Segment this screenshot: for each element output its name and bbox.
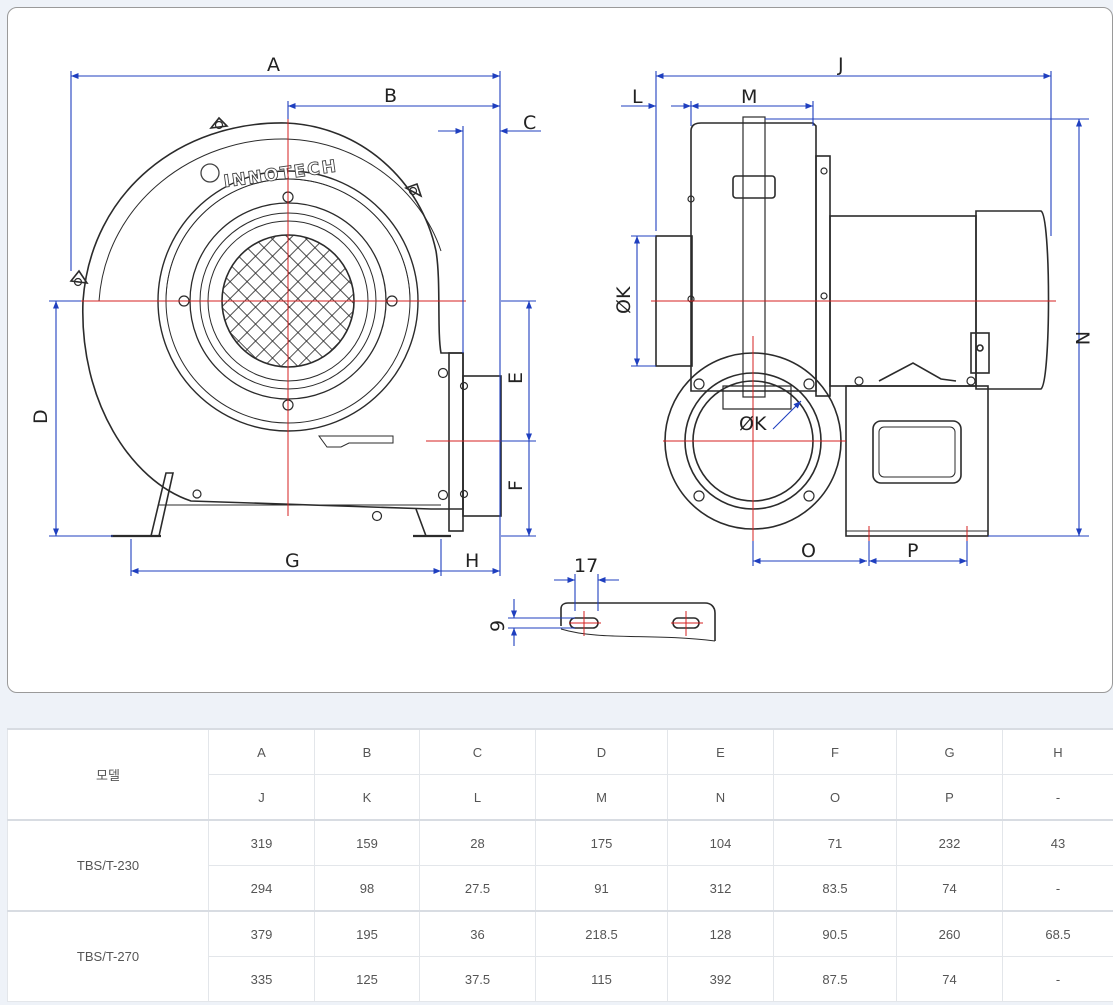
dim-label-c: C (523, 112, 536, 134)
header-cell: H (1002, 728, 1113, 775)
table-cell: 104 (667, 819, 774, 866)
dim-label-f: F (505, 480, 527, 491)
dim-label-a: A (267, 54, 280, 76)
table-header-row: 모델 A B C D E F G H (7, 728, 1113, 821)
dim-label-slot-height: 9 (487, 620, 509, 632)
brand-logo-text: INNOTECH (222, 156, 339, 192)
table-cell: 37.5 (419, 956, 536, 1002)
table-cell: - (1002, 956, 1113, 1002)
dimension-spec-table: 모델 A B C D E F G H J K L M N O P - TBS/T… (7, 728, 1113, 1002)
table-cell: 218.5 (535, 910, 668, 957)
table-cell: 74 (896, 956, 1003, 1002)
table-cell: 294 (208, 865, 315, 912)
table-row: 294 98 27.5 91 312 83.5 74 - (8, 865, 1113, 912)
header-cell: D (535, 728, 668, 775)
table-cell: 125 (314, 956, 420, 1002)
header-cell: P (896, 774, 1003, 821)
header-cell: N (667, 774, 774, 821)
side-dimension-labels: J L M N ØK ØK O P (613, 54, 1093, 562)
model-header-cell: 모델 (7, 728, 209, 821)
table-cell: 379 (208, 910, 315, 957)
table-cell: 28 (419, 819, 536, 866)
table-cell: 98 (314, 865, 420, 912)
header-cell: B (314, 728, 420, 775)
header-cell: A (208, 728, 315, 775)
dim-label-l: L (632, 86, 643, 108)
side-dimensions (621, 71, 1089, 566)
header-cell: O (773, 774, 897, 821)
table-row: TBS/T-230 319 159 28 175 104 71 232 43 (7, 819, 1113, 912)
front-centerlines (81, 119, 501, 516)
table-cell: 195 (314, 910, 420, 957)
dim-label-p: P (907, 540, 918, 562)
table-cell: 90.5 (773, 910, 897, 957)
header-cell: C (419, 728, 536, 775)
brand-logo: INNOTECH (200, 156, 340, 193)
dim-label-b: B (384, 85, 397, 107)
table-cell: 319 (208, 819, 315, 866)
front-dimensions (49, 71, 541, 576)
table-cell: 27.5 (419, 865, 536, 912)
dim-label-h: H (465, 550, 479, 572)
table-cell: 232 (896, 819, 1003, 866)
table-row: 335 125 37.5 115 392 87.5 74 - (8, 956, 1113, 1002)
dim-label-k-outer: ØK (613, 286, 635, 314)
dim-label-slot-width: 17 (574, 555, 598, 577)
table-cell: 91 (535, 865, 668, 912)
table-cell: 83.5 (773, 865, 897, 912)
model-name-cell: TBS/T-230 (7, 819, 209, 912)
table-cell: 115 (535, 956, 668, 1002)
table-cell: 159 (314, 819, 420, 866)
dim-label-o: O (801, 540, 816, 562)
table-cell: - (1002, 865, 1113, 912)
table-cell: 260 (896, 910, 1003, 957)
model-name-cell: TBS/T-270 (7, 910, 209, 1002)
table-cell: 68.5 (1002, 910, 1113, 957)
side-view (655, 116, 1050, 537)
table-cell: 74 (896, 865, 1003, 912)
header-cell: E (667, 728, 774, 775)
table-cell: 43 (1002, 819, 1113, 866)
table-cell: 392 (667, 956, 774, 1002)
dim-label-d: D (30, 409, 52, 424)
dim-label-m: M (741, 86, 757, 108)
brand-logo-icon (200, 163, 220, 183)
dim-label-j: J (837, 54, 844, 76)
header-cell: L (419, 774, 536, 821)
header-cell: G (896, 728, 1003, 775)
header-cell: F (773, 728, 897, 775)
foot-slot-detail: 17 9 (487, 555, 716, 646)
side-centerlines (651, 300, 1056, 541)
table-row: TBS/T-270 379 195 36 218.5 128 90.5 260 … (7, 910, 1113, 1002)
blower-dimension-drawing: INNOTECH (30, 54, 1093, 646)
header-cell: - (1002, 774, 1113, 821)
dim-label-n: N (1071, 331, 1093, 345)
header-cell: M (535, 774, 668, 821)
dim-label-e: E (505, 372, 527, 384)
table-cell: 36 (419, 910, 536, 957)
front-dimension-labels: A B C D E F G H (30, 54, 536, 572)
technical-drawing-panel: INNOTECH (7, 7, 1113, 693)
header-cell: K (314, 774, 420, 821)
table-cell: 128 (667, 910, 774, 957)
table-cell: 175 (535, 819, 668, 866)
table-cell: 335 (208, 956, 315, 1002)
header-cell: J (208, 774, 315, 821)
table-cell: 71 (773, 819, 897, 866)
dim-label-k-inner: ØK (739, 413, 767, 435)
table-cell: 87.5 (773, 956, 897, 1002)
dim-label-g: G (285, 550, 300, 572)
table-cell: 312 (667, 865, 774, 912)
